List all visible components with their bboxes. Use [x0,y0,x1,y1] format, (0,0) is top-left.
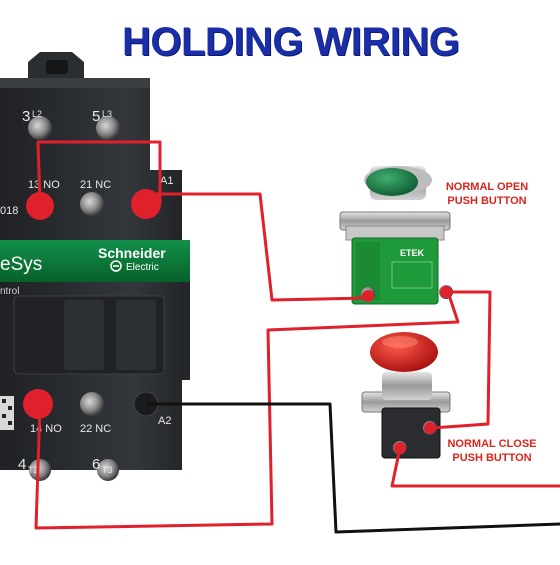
qr-code-cell [8,406,12,410]
normal-close-callout-line2: PUSH BUTTON [452,452,532,464]
terminal-label-4: 4 [18,456,26,473]
qr-code-cell [2,414,6,418]
contactor-series-label: eSys [0,254,42,275]
normal-close-callout: NORMAL CLOSE PUSH BUTTON [432,437,552,465]
terminal-label-t2: T2 [28,465,39,475]
terminal-label-22-nc: 22 NC [80,423,111,435]
terminal-label-t3: T3 [102,465,113,475]
highlight-dot-no-right [440,286,452,298]
page-title: HOLDING WIRING [122,20,460,64]
contactor-window-slot [116,300,156,370]
terminal-label-a2: A2 [158,415,171,427]
terminal-label-21-nc: 21 NC [80,179,111,191]
normal-open-callout-line2: PUSH BUTTON [447,195,527,207]
nc-button-collar [382,372,432,400]
normal-open-callout-line1: NORMAL OPEN [445,181,529,193]
no-button-cap-icon [366,168,418,196]
terminal-label-l3: L3 [102,109,112,119]
wire-red-no-to-nc-button [431,290,492,430]
highlight-dot-nc-left [394,442,406,454]
highlight-dot-14-no [23,389,53,419]
terminal-screw-t2 [29,459,51,481]
wire-black-a2-to-supply [146,402,560,534]
highlight-dot-nc-right [424,422,436,434]
nc-button-cap-highlight [382,336,418,348]
terminal-label-3: 3 [22,108,30,125]
schneider-logo-icon [110,260,122,272]
terminal-screw-21 [80,192,104,216]
contactor-window-slot [64,300,104,370]
schneider-logo-text: Schneider [98,245,166,261]
contactor-panel-label: ntrol [0,286,19,297]
schneider-logo-subtext: Electric [126,262,159,273]
highlight-dot-13-no [26,192,54,220]
contactor-model-label: 018 [0,205,18,217]
qr-code-cell [8,421,12,425]
wire-red-13-to-a1 [36,140,162,205]
terminal-screw-l2 [28,116,52,140]
highlight-dot-a1 [131,189,161,219]
contactor: 3 L2 5 L3 13 NO 21 NC A1 018 eSys Schnei… [0,52,190,481]
terminal-label-5: 5 [92,108,100,125]
highlight-dot-no-left [362,290,374,302]
terminal-screw-l3 [96,116,120,140]
qr-code-cell [2,399,6,403]
terminal-label-6: 6 [92,456,100,473]
no-button-brand: ETEK [400,248,425,258]
wire-red-14-to-no-button [34,291,460,530]
contactor-brand-band [0,240,190,282]
terminal-label-14-no: 14 NO [30,423,62,435]
no-button-spec-plate [391,261,433,289]
terminal-label-13-no: 13 NO [28,179,60,191]
terminal-label-l2: L2 [32,109,42,119]
terminal-screw-t3 [97,459,119,481]
normal-close-callout-line1: NORMAL CLOSE [447,438,537,450]
terminal-screw-22 [80,392,104,416]
normal-open-callout: NORMAL OPEN PUSH BUTTON [432,180,542,208]
contactor-top-edge [0,78,150,88]
wire-red-nc-to-supply [390,447,560,488]
contactor-mount-slot [46,60,68,74]
terminal-label-a1: A1 [160,175,173,187]
